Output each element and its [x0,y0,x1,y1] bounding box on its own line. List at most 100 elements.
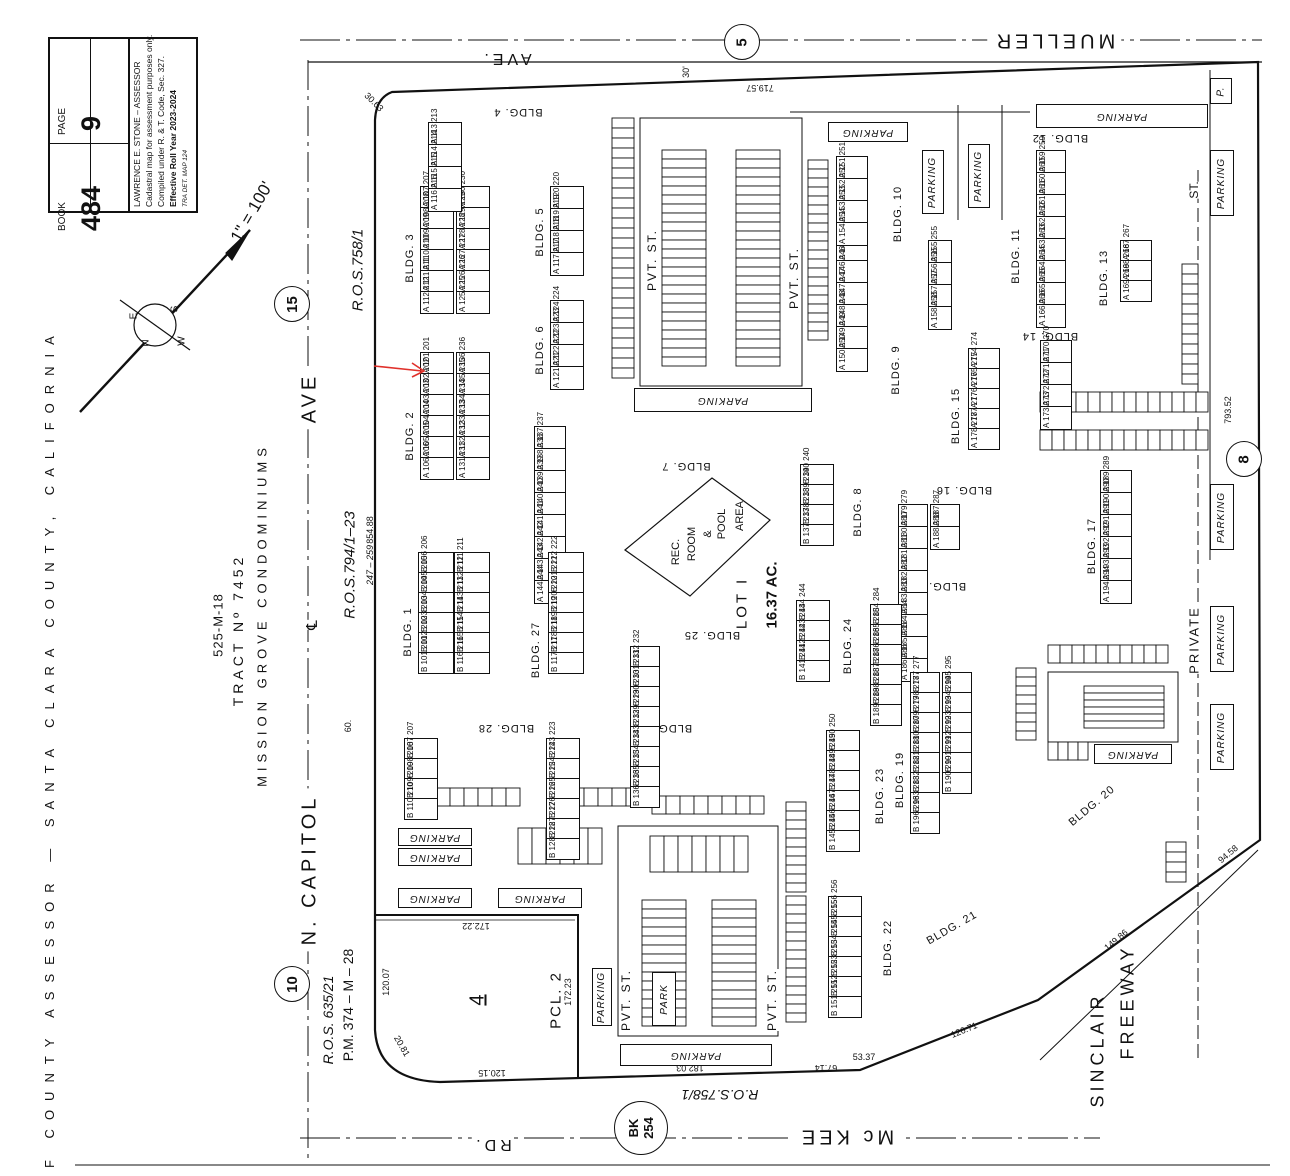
parking-stall [785,846,807,857]
pvt-st-label: PVT. ST. [645,228,659,292]
assessor-line1: LAWRENCE E. STONE – ASSESSOR [132,61,142,208]
parking-stall [491,787,507,807]
parking-stall [1195,429,1209,451]
parking-label: PARKING [592,968,612,1026]
parking-stall [705,835,721,873]
dim-120-07: 120.07 [381,968,391,996]
parking-stall [711,971,757,982]
parking-label: PARKING [1210,150,1234,216]
unit-bldg18-5: B 189 289 [870,688,902,726]
rec-label: REC. [670,538,682,566]
road-mckee-rd: RD. [472,1135,512,1153]
parking-stall [661,158,707,169]
unit-bldg5-1: A 119 219 [550,195,584,232]
unit-bldg15-4: A 178 278 [968,412,1000,450]
unit-label: A 178 278 [970,411,979,448]
parking-stall [807,240,829,251]
parking-stall [1183,391,1197,413]
tract-number: TRACT Nº 7452 [230,553,246,707]
unit-bldg9-5: A 150 250 [836,334,868,372]
parking-stall [641,962,687,973]
compass-w: W [176,336,188,346]
parking-stall [711,1007,757,1018]
parking-stall [611,307,635,319]
parking-stall [735,176,781,187]
parking-stall [711,980,757,991]
unit-label: A 125 225 [458,275,467,312]
parking-stall [611,267,635,279]
parking-label: PARKING [398,828,472,846]
parking-stall [611,257,635,269]
parking-stall [1083,706,1165,715]
parking-stall [641,926,687,937]
unit-bldg26-5: B 128 228 [546,822,580,860]
unit-label: A 121 221 [552,351,561,388]
parking-stall [707,795,723,815]
parking-stall [785,904,807,915]
parking-stall [735,795,751,815]
unit-bldg17-1: A 190 290 [1100,478,1132,516]
parking-stall [735,266,781,277]
unit-bldg12-0: A 159 259 [1036,136,1066,174]
parking-label: PARKING [968,144,990,208]
parking-stall [1077,741,1089,761]
dim-854-88: 854.88 [365,516,375,544]
unit-label: A 166 266 [1038,289,1047,326]
unit-label: A 154 254 [838,207,847,244]
parking-label: PARKING [828,122,908,142]
parking-stall [1075,429,1089,451]
parking-stall [477,787,493,807]
parking-stall [1047,741,1059,761]
parking-stall [807,168,829,179]
parcel-pcl-2: PCL. 2 [547,971,565,1029]
parking-stall [1015,712,1037,723]
parking-stall [1111,429,1125,451]
parking-stall [785,873,807,884]
parking-stall [735,275,781,286]
parking-stall [1015,667,1037,678]
page-number: 9 [76,115,106,131]
parking-stall [1083,692,1165,701]
parking-stall [1181,343,1199,355]
parking-stall [611,297,635,309]
assessor-line3: Compiled under R. & T. Code, Sec. 327. [156,55,166,207]
parking-stall [661,185,707,196]
parking-stall [661,347,707,358]
parking-stall [677,835,693,873]
parking-stall [785,967,807,978]
unit-label: B 136 236 [632,769,641,806]
county-header: F COUNTY ASSESSOR — SANTA CLARA COUNTY, … [42,327,57,1168]
parking-stall [1165,861,1187,873]
parking-stall [1015,730,1037,741]
parking-stall [517,827,533,865]
dim-67-14: 67.14 [814,1063,838,1073]
book-label: BOOK [57,202,68,231]
unit-label: A 112 212 [422,276,431,312]
parking-stall [785,864,807,875]
parking-stall [1039,429,1053,451]
unit-label: B 137 237 [802,507,811,544]
parking-stall [1195,391,1209,413]
parking-stall [1181,373,1199,385]
parking-stall [735,239,781,250]
parking-stall [641,917,687,928]
bldg-5-label: BLDG. 5 [534,207,546,257]
parking-stall [735,320,781,331]
unit-bldg27-5: B 117 217 [548,636,584,674]
parking-stall [611,177,635,189]
pvt-st-label: PVT. ST. [787,246,801,310]
parking-stall [583,787,599,807]
parking-stall [1147,391,1161,413]
parking-stall [711,944,757,955]
road-mueller-ave: AVE. [480,50,532,67]
parking-stall [641,908,687,919]
unit-bldg16-9: A 188 288 [930,512,960,550]
pvt-st-label: PVT. ST. [765,968,779,1032]
parking-stall [531,827,547,865]
parking-stall [735,149,781,160]
unit-bldg1b-5: B 116 216 [454,636,490,674]
parking-stall [735,338,781,349]
unit-bldg14-2: A 172 272 [1040,370,1072,408]
parking-stall [735,194,781,205]
parking-stall [785,801,807,812]
